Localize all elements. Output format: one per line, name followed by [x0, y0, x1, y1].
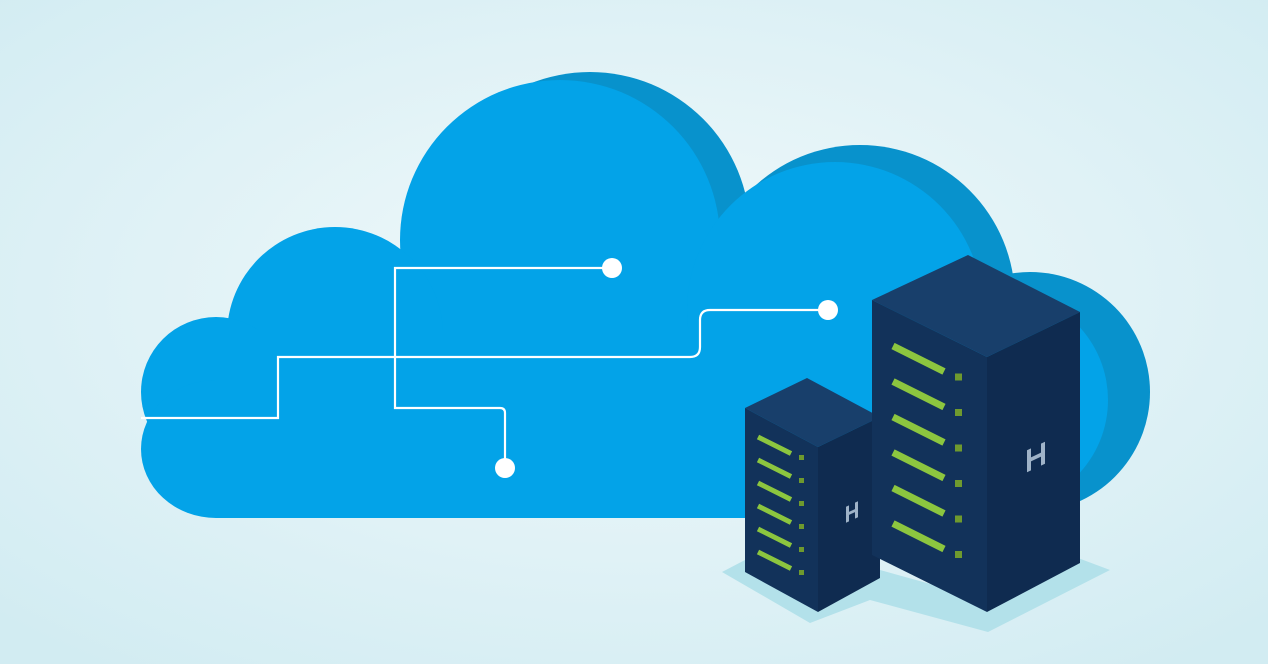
- led-bar: [756, 434, 793, 456]
- led-dot: [799, 501, 804, 506]
- logo-mark-icon: [846, 501, 858, 523]
- led-dot: [955, 480, 962, 487]
- circuit-node-icon: [495, 458, 515, 478]
- circuit-line-1: [141, 308, 828, 420]
- led-dot: [955, 515, 962, 523]
- circuit-nodes: [495, 258, 838, 478]
- led-dot: [799, 478, 804, 483]
- circuit-line-2: [393, 266, 612, 468]
- led-dot: [799, 570, 804, 575]
- led-bar: [891, 520, 946, 553]
- server-leds: [891, 342, 962, 558]
- led-bar: [891, 484, 946, 517]
- circuit-node-icon: [602, 258, 622, 278]
- led-bar: [756, 457, 793, 479]
- server-top: [745, 378, 880, 447]
- server-top: [872, 255, 1080, 357]
- server-icon-small: [745, 378, 880, 612]
- server-leds: [756, 434, 804, 575]
- circuit-node-icon: [818, 300, 838, 320]
- led-dot: [799, 455, 804, 460]
- floor-shadow: [722, 555, 1110, 632]
- led-dot: [955, 551, 962, 558]
- server-icon-large: [872, 255, 1080, 612]
- led-bar: [891, 342, 946, 375]
- led-bar: [891, 413, 946, 446]
- led-dot: [799, 547, 804, 552]
- led-bar: [891, 378, 946, 411]
- led-dot: [955, 373, 962, 381]
- led-bar: [891, 449, 946, 482]
- server-side: [987, 312, 1080, 612]
- circuit-lines: [141, 266, 828, 468]
- led-bar: [756, 549, 793, 571]
- led-bar: [756, 526, 793, 548]
- led-dot: [955, 409, 962, 416]
- led-bar: [756, 503, 793, 525]
- led-bar: [756, 480, 793, 502]
- led-dot: [799, 524, 804, 529]
- logo-mark-icon: [1027, 441, 1045, 473]
- led-dot: [955, 444, 962, 452]
